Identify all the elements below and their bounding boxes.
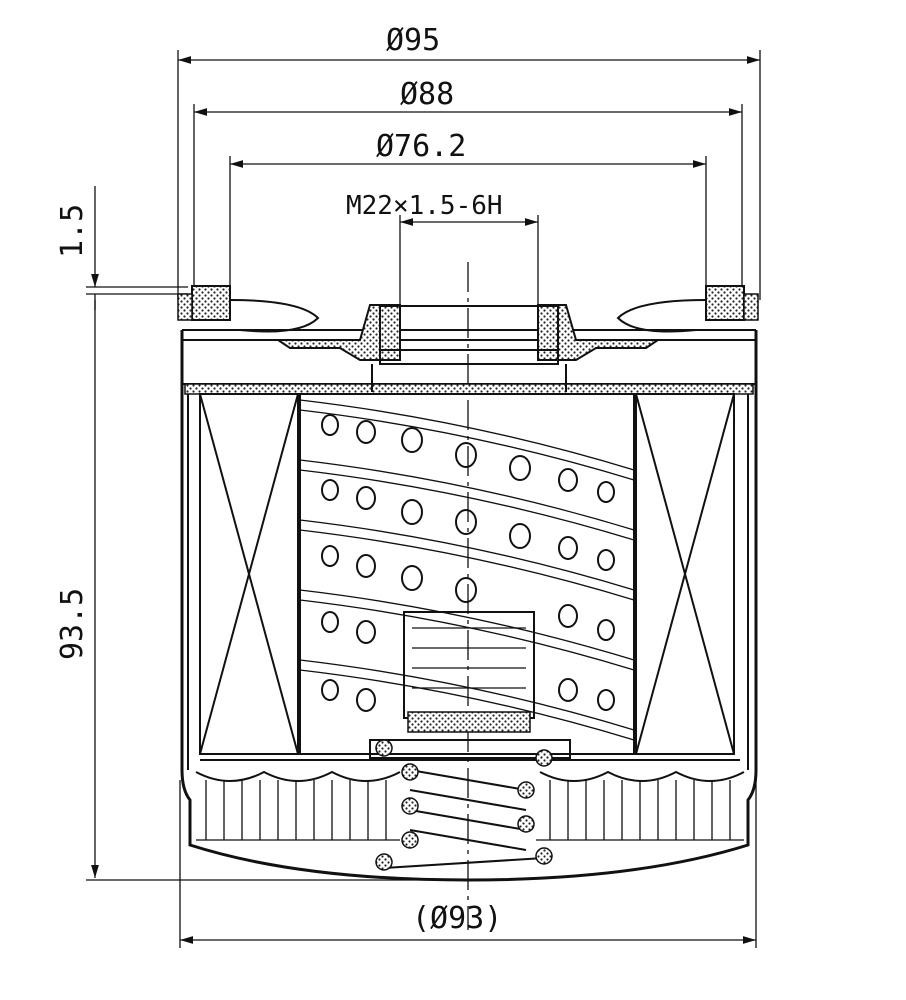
dim-outer-diameter: Ø95 [386,23,440,58]
dim-gasket-inner: Ø76.2 [376,129,466,164]
filter-body [177,285,759,882]
gasket-right [705,285,745,321]
dimension-lines [86,50,761,948]
dim-gasket-thickness: 1.5 [55,204,90,258]
dim-thread: M22×1.5-6H [346,191,503,221]
dim-body-diameter: (Ø93) [412,901,502,936]
gasket-left [191,285,231,321]
dim-gasket-outer: Ø88 [400,77,454,112]
dim-height: 93.5 [55,588,90,660]
